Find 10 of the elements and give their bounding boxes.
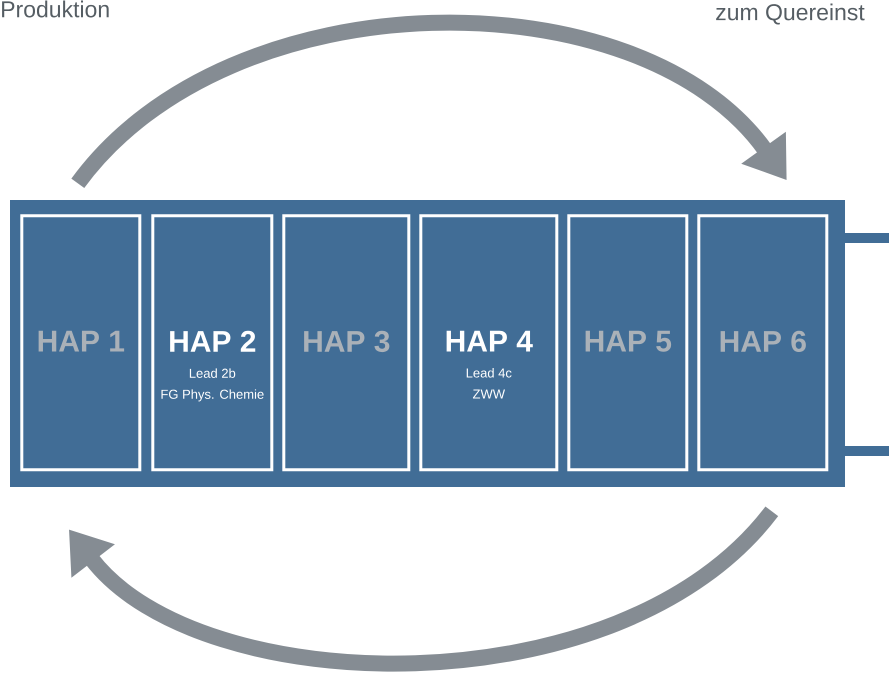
work-package-box: HAP 4 Lead 4c ZWW bbox=[419, 214, 558, 472]
work-package-box: HAP 2 Lead 2b FG Phys. Chemie bbox=[151, 214, 274, 472]
battery-body bbox=[10, 200, 845, 487]
text-label: zum Quereinst bbox=[716, 4, 865, 24]
work-package-box: HAP 3 bbox=[282, 214, 410, 472]
work-package-box: HAP 6 bbox=[697, 214, 828, 472]
cycle-arrow bbox=[69, 506, 778, 672]
work-package-box: HAP 1 bbox=[20, 214, 142, 472]
work-package-box: HAP 5 bbox=[567, 214, 688, 472]
text-label: Produktion bbox=[2, 0, 109, 18]
